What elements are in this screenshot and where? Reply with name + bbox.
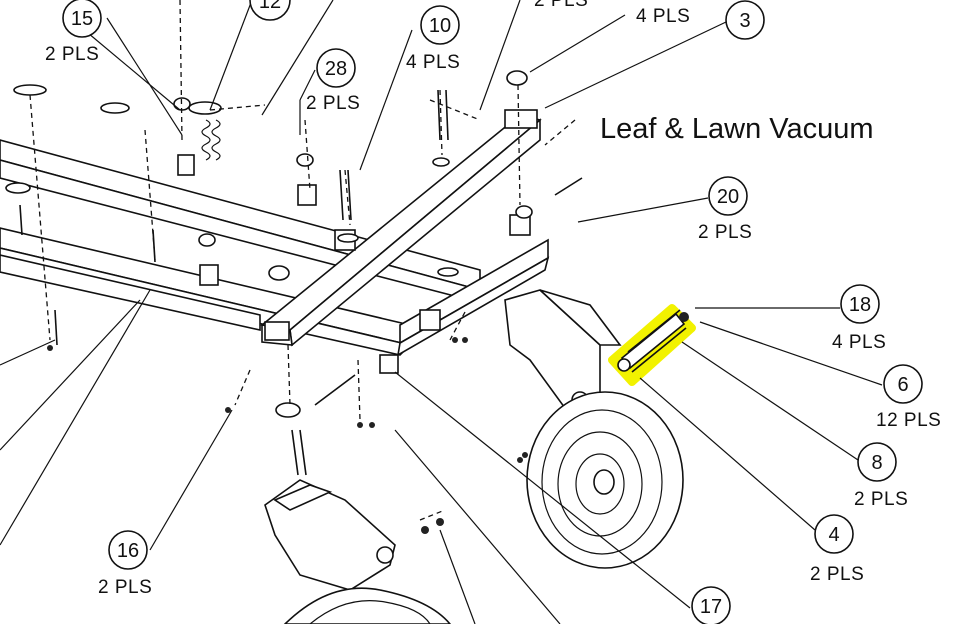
callout-quantity: 12 PLS bbox=[876, 410, 941, 431]
callout-number: 3 bbox=[739, 10, 750, 32]
callout-quantity: 2 PLS bbox=[810, 564, 864, 585]
callout-number: 4 bbox=[828, 524, 839, 546]
callout-quantity: 2 PLS bbox=[698, 222, 752, 243]
callout-6: 6 12 PLS bbox=[876, 364, 941, 431]
leader-lines bbox=[0, 0, 883, 624]
callout-15: 15 2 PLS bbox=[45, 0, 102, 65]
left-caster bbox=[264, 479, 452, 624]
callout-number: 12 bbox=[259, 0, 281, 13]
assembly-lines bbox=[19, 0, 583, 534]
highlighted-axle bbox=[608, 304, 696, 386]
callout-20: 20 2 PLS bbox=[698, 176, 752, 243]
callout-quantity: 2 PLS bbox=[98, 577, 152, 598]
callout-number: 28 bbox=[325, 58, 347, 80]
callout-8: 8 2 PLS bbox=[854, 442, 908, 510]
callout-number: 20 bbox=[717, 186, 739, 208]
callout-number: 15 bbox=[71, 8, 93, 30]
callout-17: 17 bbox=[691, 586, 731, 624]
callout-18: 18 4 PLS bbox=[832, 284, 886, 353]
callout-number: 8 bbox=[871, 452, 882, 474]
diagram-title: Leaf & Lawn Vacuum bbox=[600, 113, 874, 145]
callout-3: 3 bbox=[725, 0, 765, 40]
callout-quantity: 4 PLS bbox=[406, 52, 460, 73]
callout-12: 12 bbox=[249, 0, 291, 21]
callout-quantity: 2 PLS bbox=[854, 489, 908, 510]
callout-number: 10 bbox=[429, 15, 451, 37]
callout-quantity: 2 PLS bbox=[306, 93, 360, 114]
callout-quantity: 2 PLS bbox=[45, 44, 99, 65]
callout-number: 17 bbox=[700, 596, 722, 618]
mounting-bosses bbox=[5, 70, 533, 418]
right-caster bbox=[504, 289, 684, 569]
callout-number: 6 bbox=[897, 374, 908, 396]
callout-top-4: 4 PLS bbox=[636, 6, 690, 27]
callout-number: 18 bbox=[849, 294, 871, 316]
callout-quantity: 2 PLS bbox=[534, 0, 588, 11]
callout-number: 16 bbox=[117, 540, 139, 562]
frame-rails bbox=[0, 109, 550, 357]
callout-10: 10 4 PLS bbox=[406, 5, 460, 73]
springs bbox=[201, 119, 221, 161]
callout-quantity: 4 PLS bbox=[636, 6, 690, 27]
callout-top-2: 2 PLS bbox=[534, 0, 588, 11]
callout-16: 16 2 PLS bbox=[98, 530, 152, 598]
callout-28: 28 2 PLS bbox=[306, 48, 360, 114]
callout-4: 4 2 PLS bbox=[810, 514, 864, 585]
callout-quantity: 4 PLS bbox=[832, 332, 886, 353]
